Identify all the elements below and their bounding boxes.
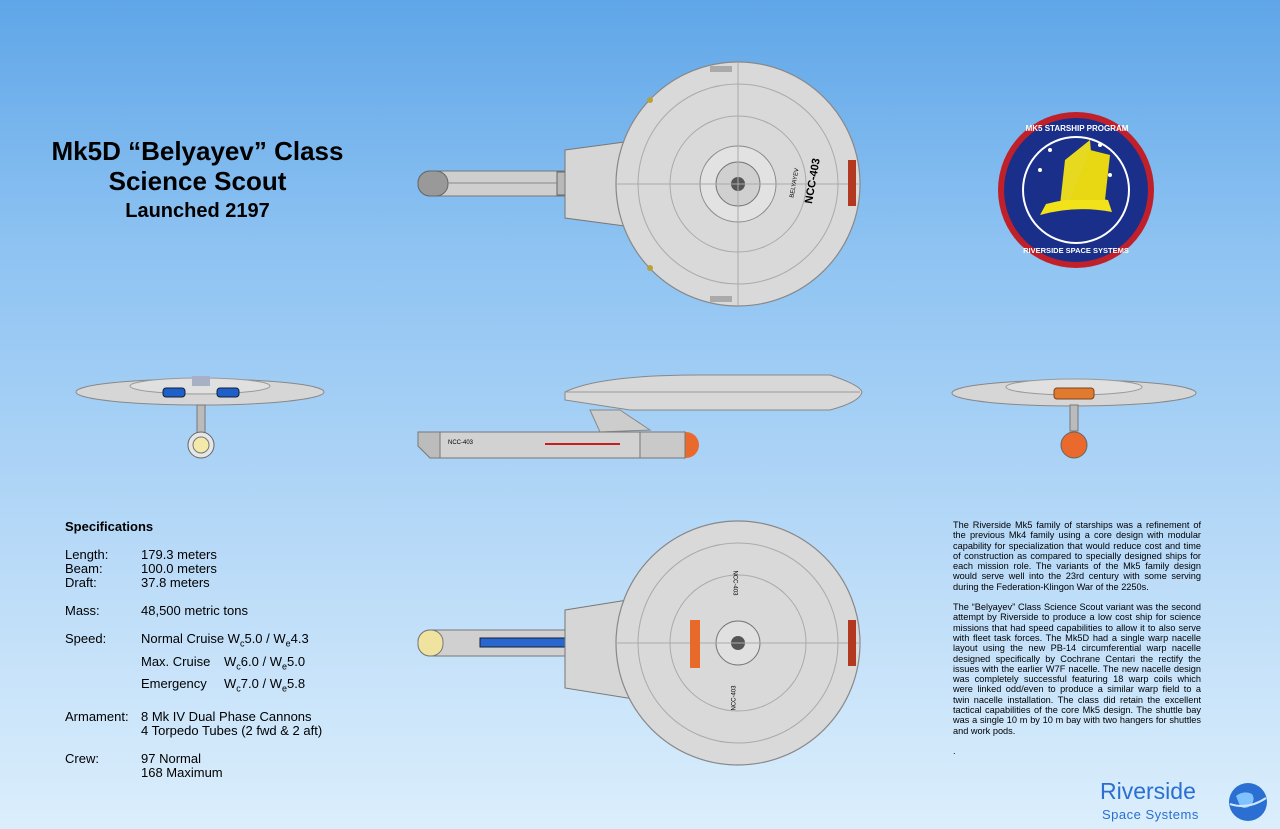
bottom-view-registry-2: NCC-403 bbox=[731, 685, 738, 711]
description-paragraph-2: The “Belyayev” Class Science Scout varia… bbox=[953, 602, 1201, 736]
spec-label: Draft: bbox=[65, 575, 97, 590]
spec-label: Crew: bbox=[65, 750, 99, 766]
logo-top-text: MK5 STARSHIP PROGRAM bbox=[1025, 124, 1129, 133]
spec-label: Speed: bbox=[65, 631, 107, 646]
side-view-registry: NCC-403 bbox=[448, 440, 474, 446]
spec-row-beam: Beam: 100.0 meters bbox=[65, 562, 322, 576]
riverside-brand: Riverside Space Systems bbox=[1100, 778, 1199, 822]
specifications-block: Specifications Length: 179.3 meters Beam:… bbox=[65, 520, 322, 780]
title-line-1: Mk5D “Belyayev” Class bbox=[51, 136, 344, 166]
spec-row-speed-normal: Speed: Normal Cruise Wc5.0 / We4.3 bbox=[65, 632, 322, 651]
mk5-program-logo bbox=[998, 112, 1154, 268]
spec-label: Beam: bbox=[65, 561, 103, 576]
spec-label: Length: bbox=[65, 547, 109, 562]
description-block: The Riverside Mk5 family of starships wa… bbox=[953, 520, 1201, 766]
bottom-view-registry-1: NCC-403 bbox=[731, 570, 738, 596]
title-line-3: Launched 2197 bbox=[125, 200, 270, 222]
brand-name: Riverside bbox=[1100, 778, 1196, 804]
description-paragraph-1: The Riverside Mk5 family of starships wa… bbox=[953, 520, 1201, 592]
title-block: Mk5D “Belyayev” Class Science Scout Laun… bbox=[30, 136, 365, 224]
ship-side-view bbox=[417, 374, 863, 460]
spec-value: 100.0 meters bbox=[141, 561, 217, 576]
globe-icon bbox=[1229, 783, 1267, 821]
spec-row-draft: Draft: 37.8 meters bbox=[65, 576, 322, 590]
description-paragraph-3: . bbox=[953, 745, 956, 756]
ship-front-view bbox=[75, 376, 325, 459]
title-line-2: Science Scout bbox=[108, 166, 287, 196]
spec-value: 48,500 metric tons bbox=[141, 603, 248, 618]
spec-value: 179.3 meters bbox=[141, 547, 217, 562]
ship-rear-view bbox=[951, 378, 1197, 459]
spec-label: Armament: bbox=[65, 708, 129, 724]
spec-value: 37.8 meters bbox=[141, 575, 210, 590]
ship-top-view-group bbox=[417, 61, 861, 307]
spec-value: Normal Cruise Wc5.0 / We4.3 bbox=[141, 631, 309, 649]
logo-bottom-text: RIVERSIDE SPACE SYSTEMS bbox=[1023, 246, 1129, 255]
spec-row-length: Length: 179.3 meters bbox=[65, 548, 322, 562]
brand-subtitle: Space Systems bbox=[1102, 807, 1199, 822]
specifications-heading: Specifications bbox=[65, 519, 154, 534]
spec-row-mass: Mass: 48,500 metric tons bbox=[65, 604, 322, 618]
ship-bottom-view bbox=[417, 520, 861, 766]
spec-label: Mass: bbox=[65, 603, 100, 618]
